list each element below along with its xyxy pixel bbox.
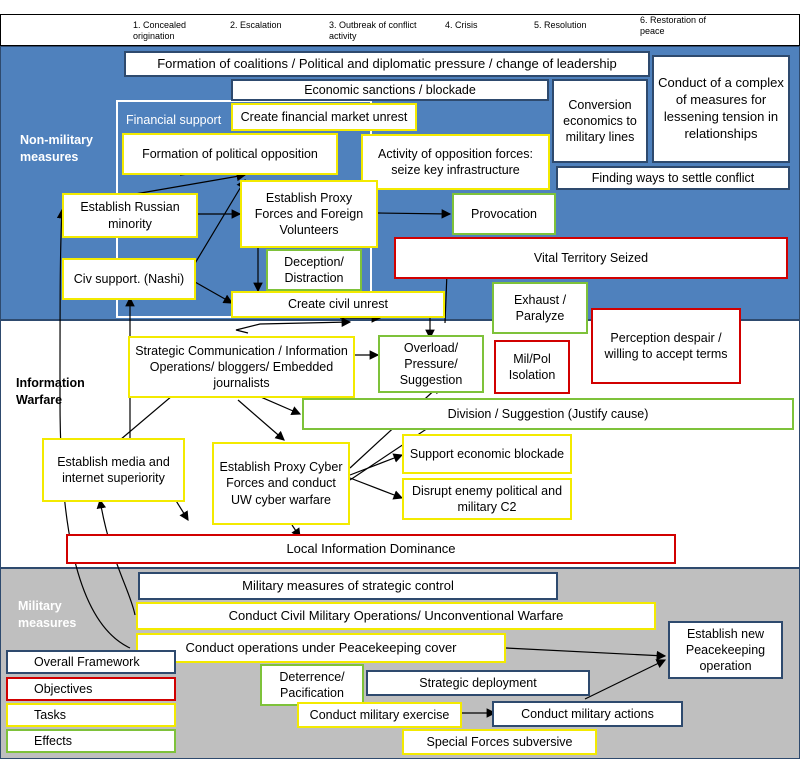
mil-pol-isolation-box: Mil/Pol Isolation <box>494 340 570 394</box>
division-suggestion-box: Division / Suggestion (Justify cause) <box>302 398 794 430</box>
vital-territory-box: Vital Territory Seized <box>394 237 788 279</box>
phase-5: 5. Resolution <box>534 20 587 30</box>
phase-2: 2. Escalation <box>230 20 282 30</box>
legend-objectives: Objectives <box>6 677 176 701</box>
deterrence-pacification-box: Deterrence/ Pacification <box>260 664 364 706</box>
new-peacekeeping-box: Establish new Peacekeeping operation <box>668 621 783 679</box>
phase-6: 6. Restoration of peace <box>640 15 707 36</box>
phase-1: 1. Concealed origination <box>133 20 187 41</box>
phase-4: 4. Crisis <box>445 20 478 30</box>
non-military-label: Non-military measures <box>20 133 93 164</box>
complex-measures-box: Conduct of a complex of measures for les… <box>652 55 790 163</box>
peacekeeping-cover-box: Conduct operations under Peacekeeping co… <box>136 633 506 663</box>
civil-military-operations-box: Conduct Civil Military Operations/ Uncon… <box>136 602 656 630</box>
military-exercise-box: Conduct military exercise <box>297 702 462 728</box>
civ-support-box: Civ support. (Nashi) <box>62 258 196 300</box>
deception-box: Deception/ Distraction <box>266 249 362 291</box>
legend-framework: Overall Framework <box>6 650 176 674</box>
provocation-box: Provocation <box>452 193 556 235</box>
phase-header <box>0 14 800 46</box>
strategic-control-box: Military measures of strategic control <box>138 572 558 600</box>
phase-3: 3. Outbreak of conflict activity <box>329 20 417 41</box>
exhaust-paralyze-box: Exhaust / Paralyze <box>492 282 588 334</box>
disrupt-c2-box: Disrupt enemy political and military C2 <box>402 478 572 520</box>
support-economic-blockade-box: Support economic blockade <box>402 434 572 474</box>
legend-tasks: Tasks <box>6 703 176 727</box>
financial-market-unrest-box: Create financial market unrest <box>231 103 417 131</box>
local-information-dominance-box: Local Information Dominance <box>66 534 676 564</box>
economic-sanctions-box: Economic sanctions / blockade <box>231 79 549 101</box>
strategic-communication-box: Strategic Communication / Information Op… <box>128 336 355 398</box>
political-opposition-box: Formation of political opposition <box>122 133 338 175</box>
coalitions-box: Formation of coalitions / Political and … <box>124 51 650 77</box>
financial-support-label: Financial support <box>126 113 222 127</box>
overload-pressure-box: Overload/ Pressure/ Suggestion <box>378 335 484 393</box>
proxy-cyber-forces-box: Establish Proxy Cyber Forces and conduct… <box>212 442 350 525</box>
proxy-forces-box: Establish Proxy Forces and Foreign Volun… <box>240 180 378 248</box>
strategic-deployment-box: Strategic deployment <box>366 670 590 696</box>
information-warfare-label: Information Warfare <box>16 376 85 407</box>
opposition-forces-box: Activity of opposition forces: seize key… <box>361 134 550 190</box>
special-forces-box: Special Forces subversive <box>402 729 597 755</box>
legend-effects: Effects <box>6 729 176 753</box>
settle-conflict-box: Finding ways to settle conflict <box>556 166 790 190</box>
civil-unrest-box: Create civil unrest <box>231 291 445 318</box>
russian-minority-box: Establish Russian minority <box>62 193 198 238</box>
military-label: Military measures <box>18 599 77 630</box>
conversion-economics-box: Conversion economics to military lines <box>552 79 648 163</box>
perception-despair-box: Perception despair / willing to accept t… <box>591 308 741 384</box>
media-superiority-box: Establish media and internet superiority <box>42 438 185 502</box>
military-actions-box: Conduct military actions <box>492 701 683 727</box>
